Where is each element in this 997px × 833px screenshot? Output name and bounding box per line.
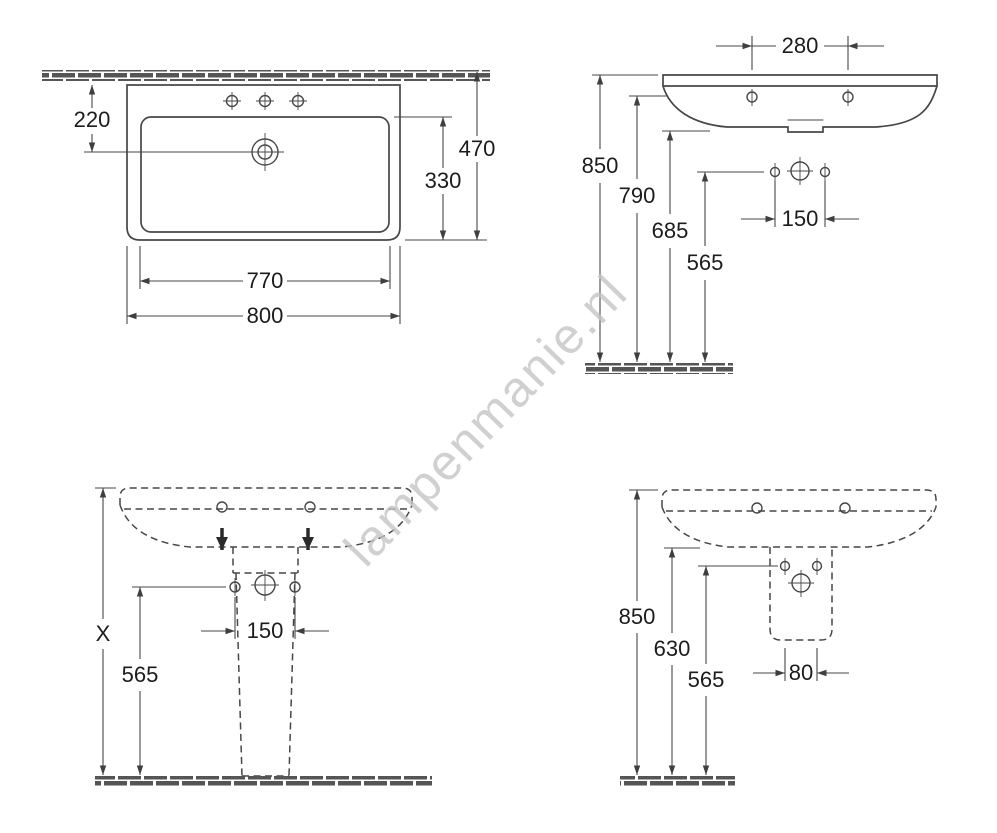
panel-top-view: [42, 70, 490, 324]
washbasin-dashed-outline: [661, 489, 937, 548]
dim-label-800: 800: [247, 303, 284, 328]
panel-half-pedestal-view: [620, 489, 937, 787]
washbasin-outline: [126, 84, 401, 241]
dim-label-685: 685: [652, 218, 689, 243]
panel-pedestal-view: [95, 487, 432, 787]
pedestal-dashed-outline: [235, 572, 296, 777]
dim-label-850-front: 850: [582, 153, 619, 178]
fixing-holes: [779, 558, 823, 597]
pedestal-view-dimension-lines: [95, 487, 329, 775]
dim-label-x: X: [96, 621, 111, 646]
siphon-cover-dashed-outline: [769, 547, 833, 641]
dim-label-150-pedestal: 150: [247, 618, 284, 643]
dim-label-565-front: 565: [687, 250, 724, 275]
fixing-holes: [769, 157, 831, 185]
dim-label-630: 630: [654, 636, 691, 661]
top-view-dimension-lines: [88, 72, 487, 324]
dim-label-790: 790: [619, 183, 656, 208]
floor-hatch: [620, 776, 735, 787]
dim-label-330: 330: [425, 168, 462, 193]
half-pedestal-dimension-lines: [629, 489, 849, 775]
tap-holes: [751, 502, 851, 514]
fixing-holes: [229, 570, 301, 601]
floor-hatch: [585, 363, 733, 374]
dim-label-850-half: 850: [619, 604, 656, 629]
dim-label-150-front: 150: [782, 206, 819, 231]
drain-hole: [246, 133, 284, 171]
dimension-labels: 220 470 330 770 800 280 150 850 790 685 …: [74, 33, 819, 692]
front-view-dimension-lines: [592, 36, 884, 362]
tap-holes: [223, 92, 307, 110]
washbasin-dashed-outline: [119, 487, 413, 548]
tap-holes: [216, 501, 316, 513]
dim-label-470: 470: [459, 136, 496, 161]
tap-holes: [746, 89, 854, 106]
dim-label-565-pedestal: 565: [122, 662, 159, 687]
dim-label-80: 80: [789, 660, 813, 685]
mounting-arrows: [216, 528, 314, 550]
dim-label-220: 220: [74, 107, 111, 132]
floor-hatch: [95, 776, 432, 787]
dim-label-280: 280: [782, 33, 819, 58]
drawing-lines: [42, 36, 938, 787]
washbasin-profile: [662, 74, 938, 133]
watermark-text: lampenmanie.nl: [333, 264, 638, 577]
panel-front-view: [585, 36, 938, 374]
wall-hatch: [42, 70, 490, 81]
dim-label-770: 770: [247, 268, 284, 293]
joint-dashed-outline: [232, 547, 299, 574]
dim-label-565-half: 565: [688, 667, 725, 692]
